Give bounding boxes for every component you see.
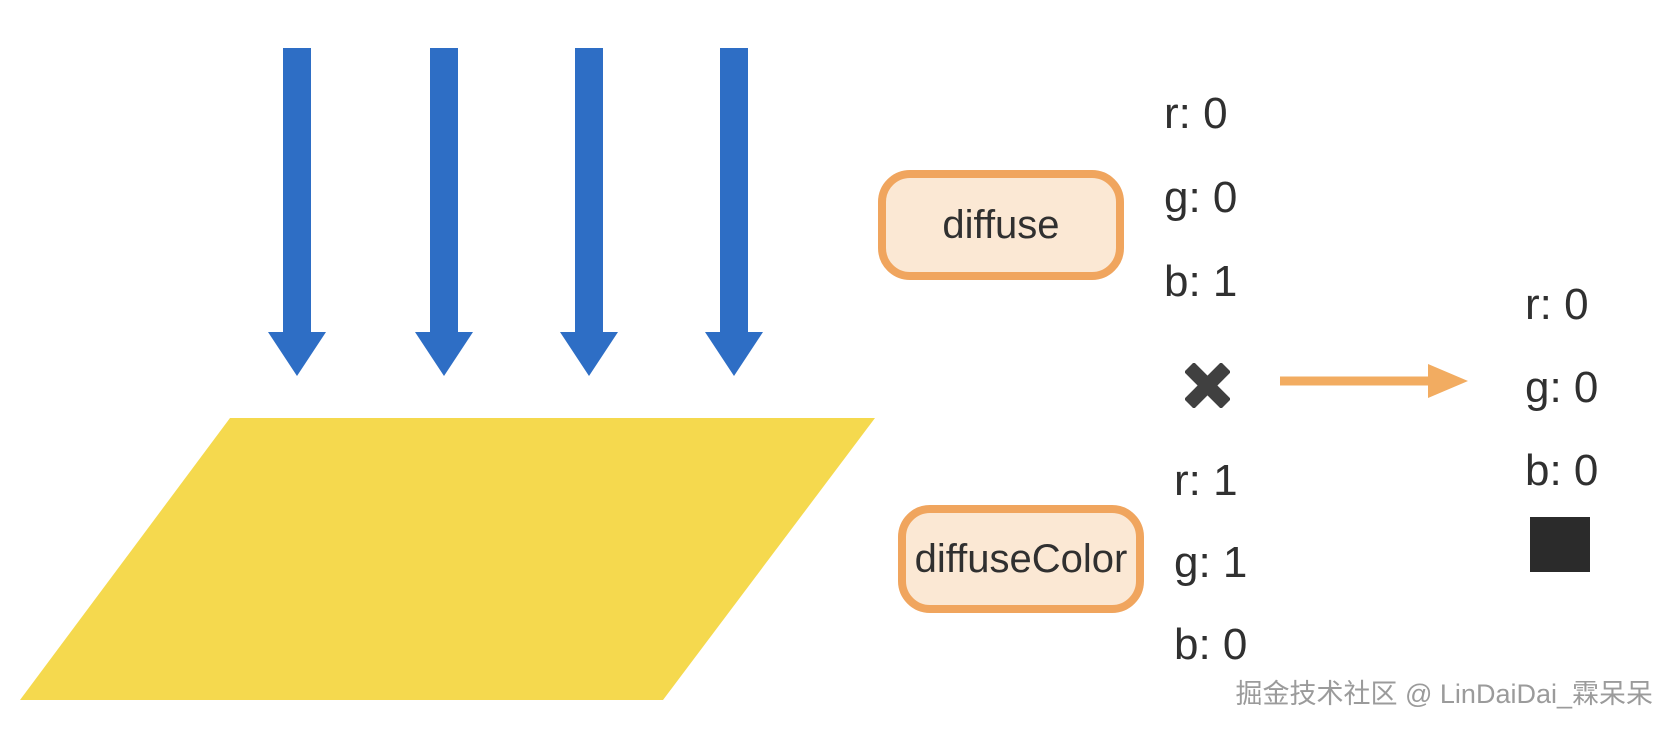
light-ray-arrow-icon — [560, 48, 618, 376]
diffuse-box-label: diffuse — [942, 202, 1060, 247]
diffuse-value-g: g: 0 — [1164, 173, 1238, 222]
light-rays — [268, 48, 763, 376]
diffusecolor-value-b: b: 0 — [1174, 620, 1248, 669]
diffuse-value-b: b: 1 — [1164, 257, 1238, 306]
result-value-r: r: 0 — [1525, 280, 1589, 329]
light-ray-arrow-icon — [415, 48, 473, 376]
result-color-swatch — [1530, 517, 1590, 572]
result-values: r: 0 g: 0 b: 0 — [1525, 283, 1598, 493]
diffusecolor-box-label: diffuseColor — [914, 536, 1128, 581]
diffusecolor-value-r: r: 1 — [1174, 456, 1238, 505]
diffusecolor-values: r: 1 g: 1 b: 0 — [1174, 459, 1247, 667]
arrow-right-icon — [1280, 364, 1468, 398]
diffuse-value-r: r: 0 — [1164, 89, 1228, 138]
light-ray-arrow-icon — [705, 48, 763, 376]
result-value-g: g: 0 — [1525, 363, 1599, 412]
diffuse-values: r: 0 g: 0 b: 1 — [1164, 92, 1237, 304]
multiply-icon — [1185, 363, 1230, 408]
surface-parallelogram — [20, 418, 875, 700]
diffusecolor-value-g: g: 1 — [1174, 538, 1248, 587]
diffuse-box: diffuse — [878, 170, 1124, 280]
result-value-b: b: 0 — [1525, 446, 1599, 495]
diffusecolor-box: diffuseColor — [898, 505, 1144, 613]
light-ray-arrow-icon — [268, 48, 326, 376]
watermark: 掘金技术社区 @ LinDaiDai_霖呆呆 — [1235, 679, 1654, 709]
